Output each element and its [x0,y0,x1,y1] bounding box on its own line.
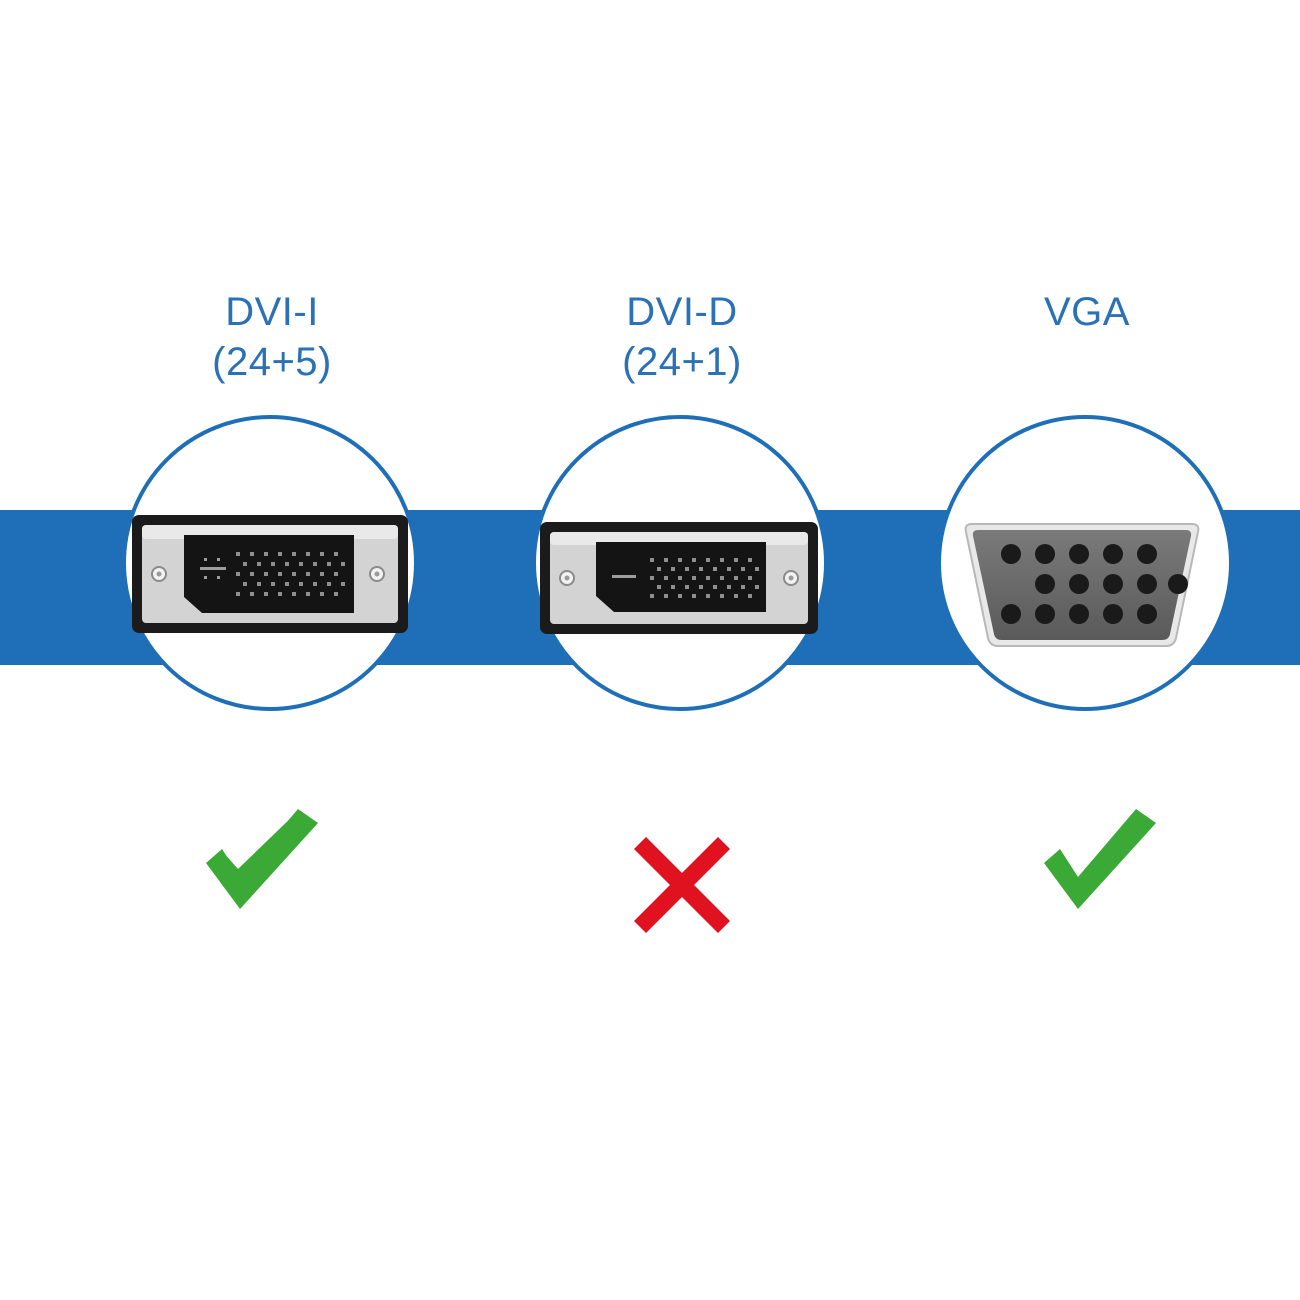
check-icon [206,809,318,909]
connector-label-dvi-d: DVI-D (24+1) [532,287,832,387]
connector-name: VGA [1044,290,1130,334]
cross-icon [633,836,731,934]
connector-pin-config: (24+1) [622,340,742,384]
connector-name: DVI-D [626,290,738,334]
connector-name: DVI-I [225,290,319,334]
connector-label-vga: VGA [937,287,1237,337]
check-icon [1044,809,1156,909]
connector-pin-config: (24+5) [212,340,332,384]
dvi-i-connector-icon [132,515,408,633]
vga-connector-icon [964,523,1200,647]
dvi-d-connector-icon [540,522,818,634]
connector-label-dvi-i: DVI-I (24+5) [122,287,422,387]
